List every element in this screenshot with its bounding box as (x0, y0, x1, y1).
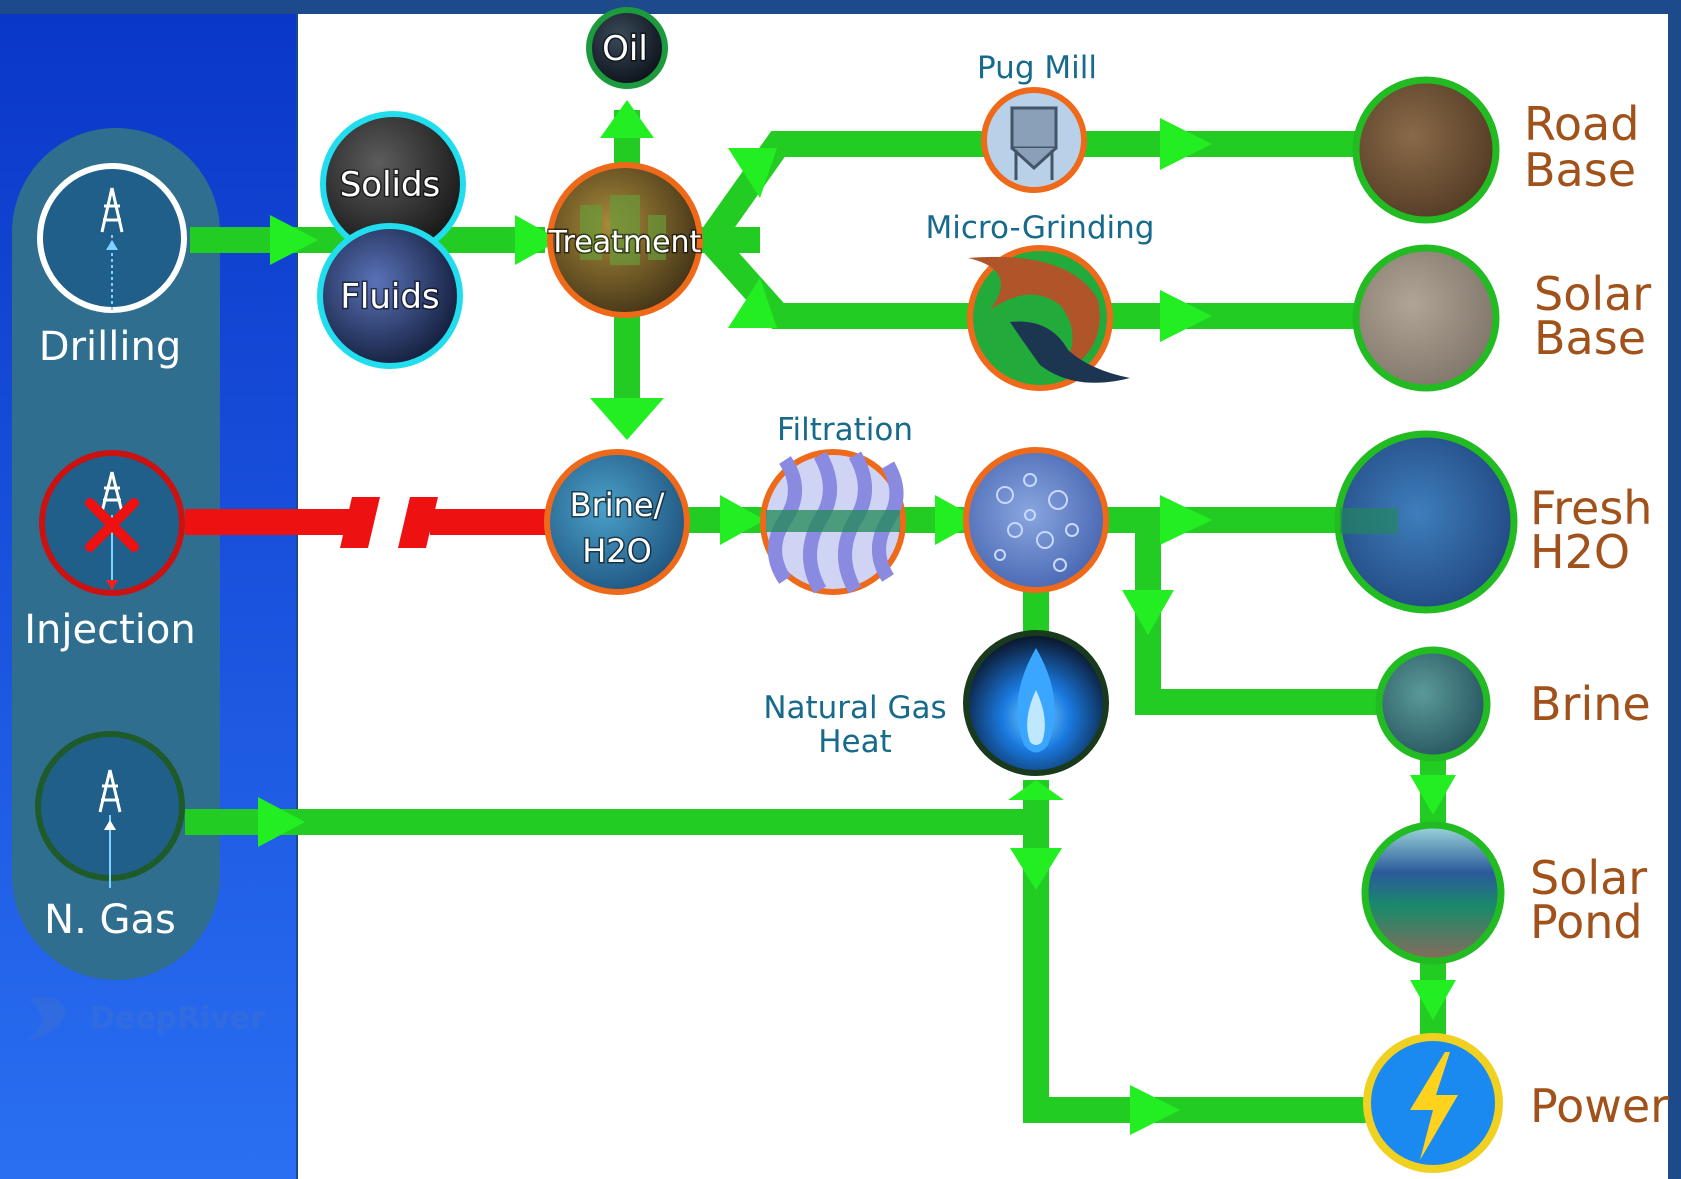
output-solar-base[interactable]: Solar Base (1352, 244, 1651, 392)
silo-icon (1010, 106, 1058, 180)
flow-to-brine-output (1135, 520, 1390, 715)
brine-circle (1375, 646, 1491, 762)
node-brine-h2o[interactable]: Brine/ H2O (544, 449, 690, 595)
injection-label: Injection (24, 607, 195, 653)
blocked-injection-line (185, 497, 560, 548)
solar-pond-label-1: Solar (1530, 851, 1647, 905)
node-fluids[interactable]: Fluids (317, 223, 463, 369)
fresh-h2o-label-2: H2O (1530, 525, 1630, 579)
natural-gas-heat-label-2: Heat (818, 724, 892, 760)
drilling-label: Drilling (39, 324, 181, 370)
solar-base-circle (1352, 244, 1500, 392)
fluids-circle (317, 223, 463, 369)
derrick-icon (100, 471, 124, 513)
process-evaporator[interactable] (963, 447, 1109, 593)
node-oil[interactable]: Oil (586, 7, 668, 89)
fresh-h2o-label-1: Fresh (1530, 481, 1652, 535)
arrow-fluids-treatment (515, 215, 560, 265)
oil-circle (586, 7, 668, 89)
break-mark-right (398, 497, 438, 548)
power-label: Power (1530, 1079, 1669, 1133)
arrow-brine-down (590, 398, 664, 440)
output-brine[interactable]: Brine (1375, 646, 1651, 762)
break-mark-left (340, 497, 380, 548)
source-n-gas[interactable]: N. Gas (35, 731, 185, 943)
node-treatment[interactable]: Treatment (546, 162, 703, 318)
road-base-circle (1352, 76, 1500, 224)
solids-label: Solids (340, 165, 441, 205)
arrow-ngas (258, 797, 305, 847)
fresh-h2o-circle (1334, 430, 1518, 614)
process-filtration[interactable]: Filtration (760, 412, 913, 595)
process-natural-gas-heat[interactable]: Natural Gas Heat (763, 630, 1109, 776)
output-power[interactable]: Power (1363, 1033, 1669, 1173)
treatment-label: Treatment (548, 225, 702, 260)
micro-grinding-label: Micro-Grinding (926, 210, 1155, 246)
oil-label: Oil (602, 29, 648, 69)
brine-h2o-label-1: Brine/ (570, 486, 665, 524)
fluids-label: Fluids (340, 277, 439, 317)
blocked-x-icon (85, 498, 139, 552)
arrow-power (1130, 1085, 1180, 1135)
road-base-label-1: Road (1524, 97, 1639, 151)
output-solar-pond[interactable]: Solar Pond (1361, 821, 1647, 965)
arrow-pond (1410, 775, 1456, 815)
arrow-filtration (720, 495, 765, 545)
deepriver-mark-icon (28, 996, 66, 1040)
arrow-split-down (728, 278, 777, 328)
arrow-oil (600, 100, 654, 138)
arrow-road-base (1160, 118, 1212, 170)
blocked-line-right (430, 509, 560, 535)
brine-h2o-label-2: H2O (582, 532, 652, 570)
process-pug-mill[interactable]: Pug Mill (977, 50, 1097, 193)
process-micro-grinding[interactable]: Micro-Grinding (926, 210, 1155, 391)
evaporator-circle (963, 447, 1109, 593)
bubbles-icon (994, 473, 1079, 572)
plant-equipment-icon (580, 195, 666, 265)
solar-base-label-2: Base (1534, 311, 1646, 365)
source-drilling[interactable]: Drilling (37, 163, 187, 370)
road-base-label-2: Base (1524, 143, 1636, 197)
source-injection[interactable]: Injection (24, 450, 196, 653)
deepriver-logo-text: DeepRiver (90, 1001, 265, 1036)
filtration-label: Filtration (777, 412, 913, 448)
arrow-drilling (270, 215, 318, 265)
solar-pond-circle (1361, 821, 1505, 965)
arrow-split-up (728, 148, 777, 198)
solar-pond-label-2: Pond (1530, 895, 1643, 949)
derrick-icon (98, 769, 122, 813)
pug-mill-label: Pug Mill (977, 50, 1097, 86)
filter-band (766, 510, 900, 532)
deepriver-logo: DeepRiver (28, 996, 265, 1040)
brine-h2o-circle (544, 449, 690, 595)
arrow-evaporator (935, 495, 980, 545)
natural-gas-heat-label-1: Natural Gas (763, 690, 946, 726)
arrow-gas-up (1008, 780, 1064, 800)
arrow-fresh-h2o (1160, 495, 1212, 545)
output-fresh-h2o[interactable]: Fresh H2O (1334, 430, 1652, 614)
arrowheads (258, 100, 1456, 1135)
arrow-power-down (1410, 980, 1456, 1020)
arrow-solar-base (1160, 290, 1212, 342)
deepriver-swirl-icon (968, 256, 1130, 383)
arrow-brine-down-branch (1122, 590, 1174, 635)
lightning-bolt-icon (1410, 1052, 1458, 1160)
blocked-line-left (185, 509, 365, 535)
brine-label: Brine (1530, 677, 1651, 731)
solar-base-label-1: Solar (1534, 267, 1651, 321)
arrow-gas-down (1010, 848, 1062, 890)
node-solids[interactable]: Solids (320, 111, 466, 257)
output-road-base[interactable]: Road Base (1352, 76, 1639, 224)
n-gas-label: N. Gas (44, 897, 176, 943)
derrick-icon (100, 187, 124, 233)
